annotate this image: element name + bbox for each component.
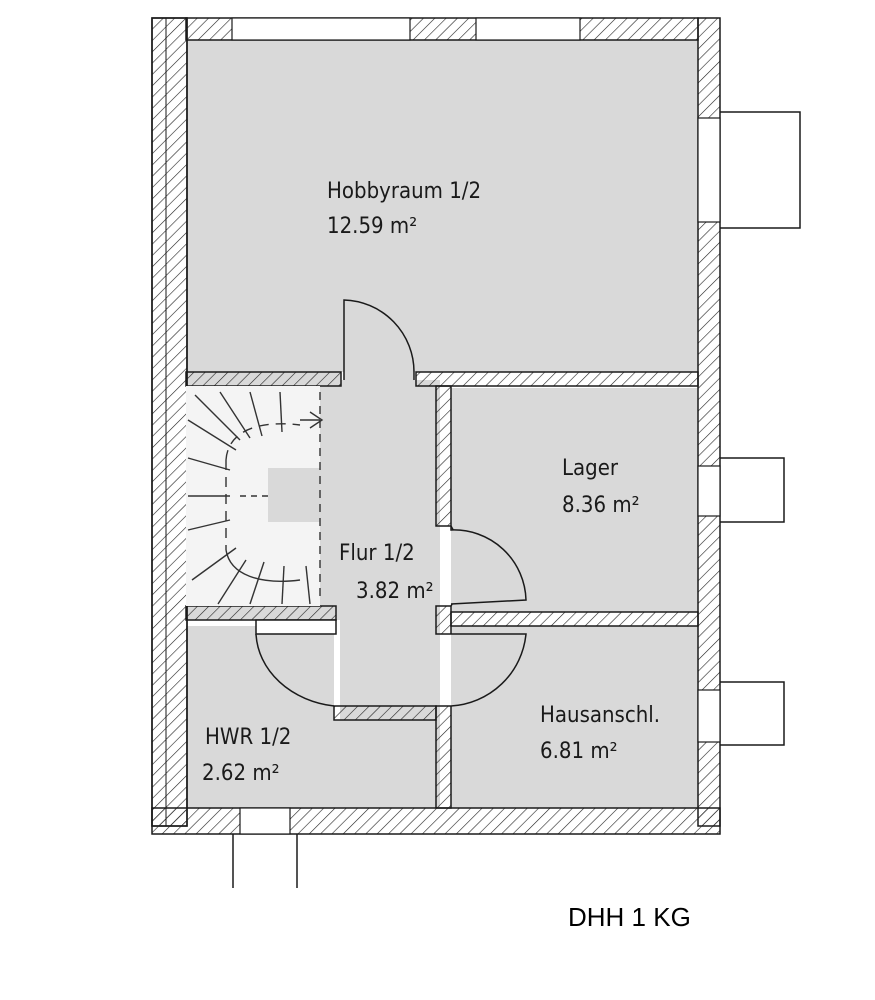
room-name-hwr: HWR 1/2 (205, 725, 291, 750)
room-name-hausanschluss: Hausanschl. (540, 703, 660, 728)
room-name-hobbyraum: Hobbyraum 1/2 (327, 179, 481, 204)
room-area-hobbyraum: 12.59 m² (327, 214, 417, 239)
light-wells (232, 111, 801, 888)
room-area-flur: 3.82 m² (356, 579, 434, 604)
room-name-lager: Lager (562, 456, 619, 481)
interior-walls (185, 371, 699, 809)
door-swings (255, 299, 527, 707)
room-area-hausanschluss: 6.81 m² (540, 739, 618, 764)
staircase (186, 386, 324, 606)
window-openings (231, 17, 721, 835)
room-area-hwr: 2.62 m² (202, 761, 280, 786)
plan-title: DHH 1 KG (568, 902, 691, 932)
room-area-lager: 8.36 m² (562, 493, 640, 518)
room-name-flur: Flur 1/2 (339, 541, 415, 566)
room-labels: Hobbyraum 1/2 12.59 m² Lager 8.36 m² Flu… (202, 179, 660, 786)
